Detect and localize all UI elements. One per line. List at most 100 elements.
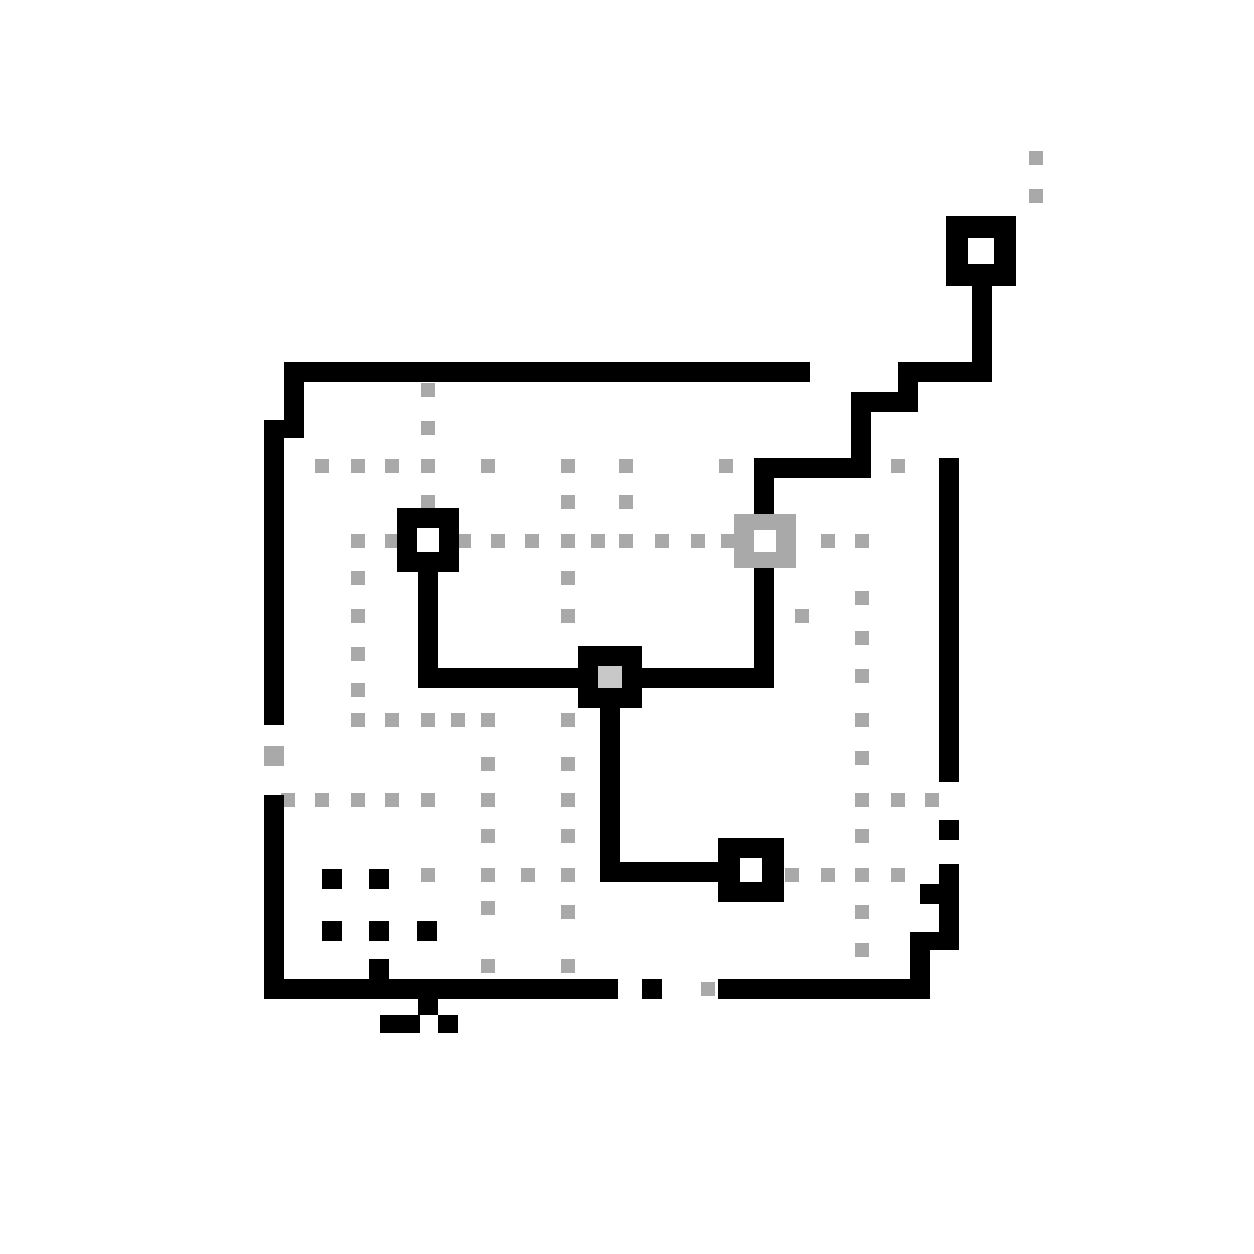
grid-dot <box>655 534 669 548</box>
frame-top-wall <box>284 362 810 382</box>
grid-dot <box>855 905 869 919</box>
grid-dot <box>691 534 705 548</box>
grid-dot <box>925 793 939 807</box>
grid-dot <box>421 459 435 473</box>
grid-dot <box>481 959 495 973</box>
frame-right-step-2 <box>920 884 940 904</box>
grid-dot <box>421 713 435 727</box>
grid-dot <box>1029 151 1043 165</box>
node-hub <box>578 646 642 708</box>
grid-dot <box>561 829 575 843</box>
grid-dot <box>385 793 399 807</box>
frame-right-wall <box>939 458 959 782</box>
node-bottom-right <box>718 838 784 902</box>
grid-dot <box>855 751 869 765</box>
grid-dot <box>619 495 633 509</box>
grid-dot <box>855 868 869 882</box>
grid-dot <box>351 683 365 697</box>
keypad-dot <box>369 921 389 941</box>
keypad-dot <box>322 869 342 889</box>
grid-dot <box>561 609 575 623</box>
frame-bottom-wall-right <box>718 979 930 999</box>
grid-dot <box>719 459 733 473</box>
grid-dot <box>561 793 575 807</box>
grid-dot <box>561 757 575 771</box>
foot-bar <box>380 1015 420 1033</box>
grid-dot <box>481 868 495 882</box>
grid-dot <box>421 421 435 435</box>
frame-bottom-fragment <box>642 979 662 999</box>
grid-dot <box>385 534 399 548</box>
frame-left-wall-upper <box>264 420 284 725</box>
grid-dot <box>351 459 365 473</box>
node-left <box>397 508 459 572</box>
grid-dot <box>619 534 633 548</box>
node-top-right <box>946 216 1016 286</box>
grid-dot <box>351 534 365 548</box>
grid-dot <box>351 571 365 585</box>
grid-dot <box>351 793 365 807</box>
grid-dot <box>891 793 905 807</box>
grid-dot <box>561 905 575 919</box>
grid-dot <box>481 459 495 473</box>
connection-lines <box>418 282 992 882</box>
node-ghost <box>734 514 796 568</box>
grid-dot <box>491 534 505 548</box>
grid-dot <box>591 534 605 548</box>
frame-top-left-notch <box>284 362 304 438</box>
frame-right-fragment <box>939 820 959 840</box>
grid-dot <box>891 868 905 882</box>
grid-dot <box>481 793 495 807</box>
grid-dot <box>525 534 539 548</box>
keypad-dot <box>417 921 437 941</box>
grid-dot <box>855 534 869 548</box>
grid-dot <box>855 591 869 605</box>
grid-dot <box>619 459 633 473</box>
grid-dot <box>351 609 365 623</box>
grid-dot <box>385 459 399 473</box>
grid-dot <box>315 459 329 473</box>
grid-dot <box>421 868 435 882</box>
grid-dot <box>855 943 869 957</box>
grid-dot <box>561 868 575 882</box>
grid-dot <box>561 534 575 548</box>
grid-dot <box>421 383 435 397</box>
grid-dot <box>351 647 365 661</box>
wire-left-to-hub <box>418 668 583 688</box>
grid-dot <box>451 713 465 727</box>
frame-right-step-1 <box>939 864 959 950</box>
wire-hub-down <box>600 706 620 882</box>
grid-dot <box>561 571 575 585</box>
network-nodes <box>397 216 1016 902</box>
wire-to-bottom-right <box>600 862 722 882</box>
frame-left-wall-lower <box>264 795 284 999</box>
grid-dot <box>821 534 835 548</box>
grid-dot <box>785 868 799 882</box>
grid-dot <box>561 495 575 509</box>
frame-bottom-wall-left <box>264 979 618 999</box>
grid-dot <box>315 793 329 807</box>
grid-dot <box>891 459 905 473</box>
grid-dot <box>421 495 435 509</box>
grid-dot <box>481 713 495 727</box>
wire-step-2 <box>851 392 871 478</box>
grid-dot <box>457 534 471 548</box>
wire-step-1 <box>754 458 870 478</box>
grid-dot <box>561 459 575 473</box>
grid-dot <box>795 609 809 623</box>
wire-step-5 <box>898 362 992 382</box>
grid-dot <box>1029 189 1043 203</box>
keypad-stem <box>369 959 389 983</box>
foot-block <box>438 1015 458 1033</box>
wire-step-6 <box>972 282 992 382</box>
grid-dot <box>481 829 495 843</box>
grid-dot <box>561 713 575 727</box>
grid-dot <box>855 631 869 645</box>
foot-glyph <box>380 999 458 1033</box>
grid-dots <box>264 151 1043 996</box>
grid-dot <box>821 868 835 882</box>
wall-gap-marker <box>264 746 284 766</box>
grid-dot <box>561 959 575 973</box>
